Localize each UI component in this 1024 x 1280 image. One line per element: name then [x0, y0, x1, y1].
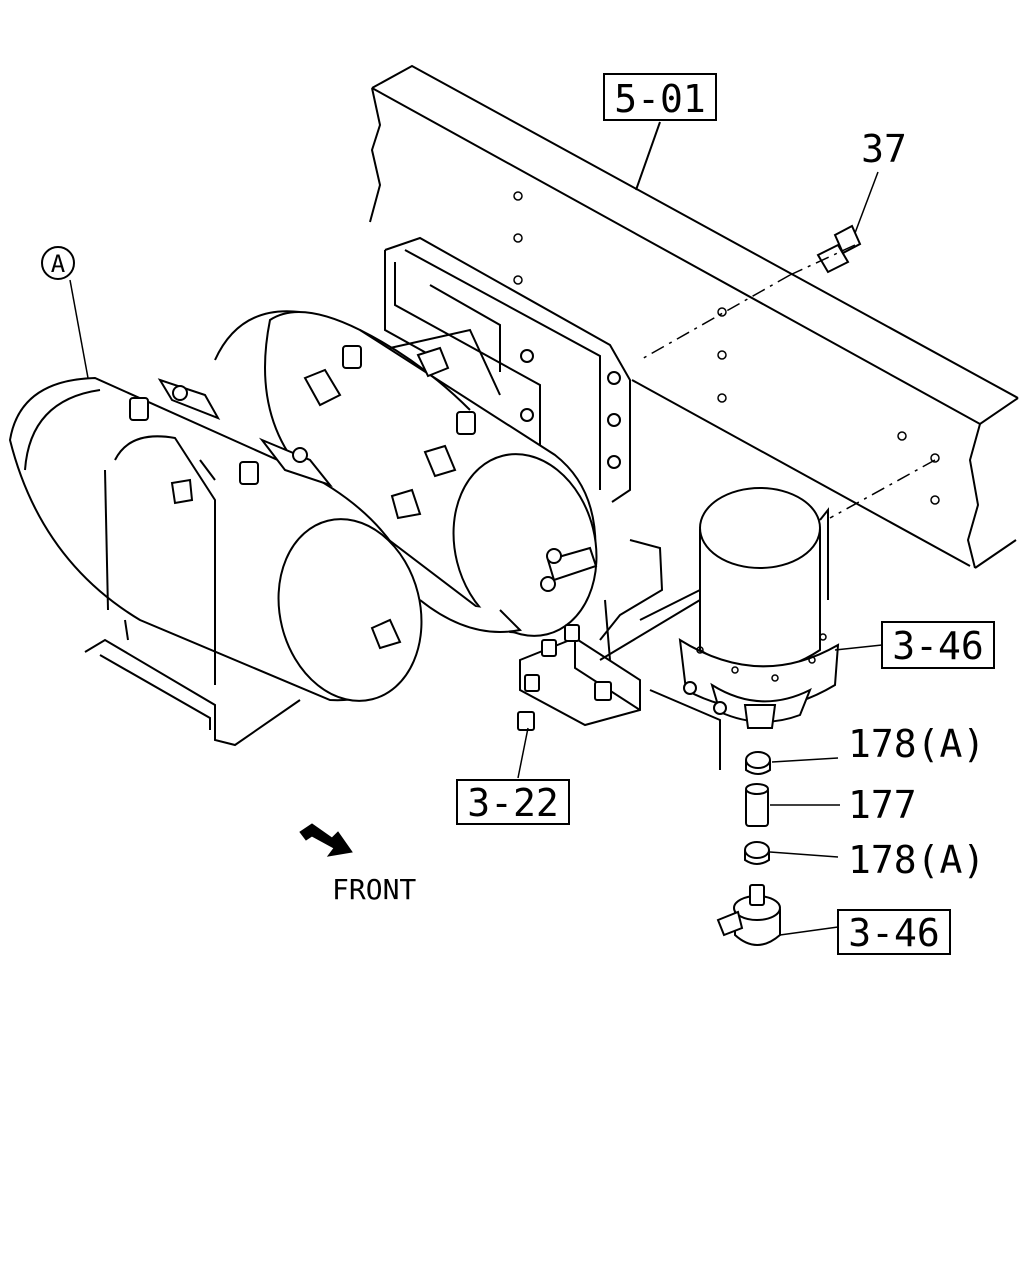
svg-text:A: A	[51, 250, 66, 278]
hose-177	[745, 783, 769, 827]
callout-5-01: 5-01	[603, 73, 717, 121]
callout-177: 177	[848, 783, 917, 827]
callout-3-22: 3-22	[456, 779, 570, 825]
tank-mounting-bracket	[384, 236, 631, 503]
svg-text:3-46: 3-46	[892, 624, 984, 668]
callout-3-46-bottom: 3-46	[837, 909, 951, 955]
callout-a: A	[41, 246, 75, 280]
air-tank-rear	[214, 310, 598, 637]
callout-3-46-top: 3-46	[881, 621, 995, 669]
protection-valve	[517, 539, 721, 770]
callout-37: 37	[861, 127, 907, 171]
clamp-178-top	[745, 751, 771, 775]
bolt-37	[639, 224, 936, 519]
front-label: FRONT	[332, 873, 416, 906]
leader-lines	[69, 121, 883, 936]
svg-text:3-46: 3-46	[848, 911, 940, 955]
frame-rail	[369, 64, 1019, 569]
air-tank-front	[8, 376, 423, 747]
front-arrow-icon	[299, 823, 353, 857]
drain-valve	[716, 884, 781, 946]
clamp-178-bottom	[744, 841, 770, 865]
svg-text:3-22: 3-22	[467, 781, 559, 825]
callout-178a-bottom: 178(A)	[848, 838, 985, 882]
air-dryer	[678, 487, 840, 729]
callout-178a-top: 178(A)	[848, 722, 985, 766]
svg-text:5-01: 5-01	[614, 77, 706, 121]
